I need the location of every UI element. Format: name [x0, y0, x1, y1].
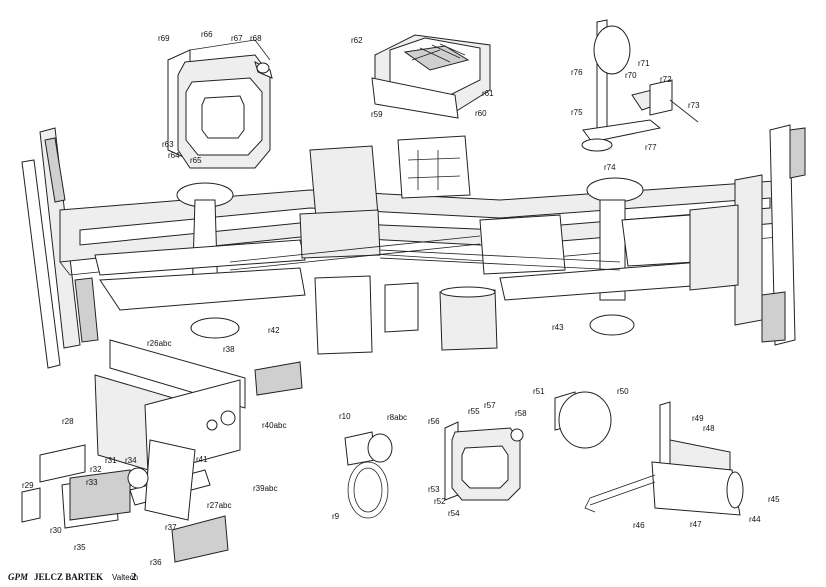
label-r52: r52 — [434, 497, 446, 506]
label-r64: r64 — [168, 151, 180, 160]
part-spare-bracket — [581, 19, 699, 152]
label-r33: r33 — [86, 478, 98, 487]
part-frame-end — [21, 339, 303, 563]
label-r27abc: r27abc — [207, 501, 231, 510]
part-tank-small — [444, 421, 524, 501]
footer-page-number: 2 — [131, 571, 137, 583]
label-r44: r44 — [749, 515, 761, 524]
label-r41: r41 — [196, 455, 208, 464]
footer-brand: GPM — [8, 572, 29, 582]
footer-title: JELCZ BARTEK — [34, 572, 103, 582]
label-r30: r30 — [50, 526, 62, 535]
label-r72: r72 — [660, 75, 672, 84]
label-r54: r54 — [448, 509, 460, 518]
footer: GPM JELCZ BARTEK Valtech 2 — [8, 571, 138, 583]
label-r60: r60 — [475, 109, 487, 118]
label-r38: r38 — [223, 345, 235, 354]
label-r40abc: r40abc — [262, 421, 286, 430]
label-r46: r46 — [633, 521, 645, 530]
label-r67: r67 — [231, 34, 243, 43]
label-r28: r28 — [62, 417, 74, 426]
label-r58: r58 — [515, 409, 527, 418]
label-r50: r50 — [617, 387, 629, 396]
label-r31: r31 — [105, 456, 117, 465]
label-r61: r61 — [482, 89, 494, 98]
label-r77: r77 — [645, 143, 657, 152]
rear-axle — [499, 177, 706, 336]
label-r75: r75 — [571, 108, 583, 117]
chassis-frame — [21, 124, 806, 369]
label-r35: r35 — [74, 543, 86, 552]
label-r57: r57 — [484, 401, 496, 410]
label-r55: r55 — [468, 407, 480, 416]
label-r51: r51 — [533, 387, 545, 396]
front-axle — [94, 182, 306, 339]
label-r68: r68 — [250, 34, 262, 43]
label-r26abc: r26abc — [147, 339, 171, 348]
label-r66: r66 — [201, 30, 213, 39]
label-r39abc: r39abc — [253, 484, 277, 493]
label-r29: r29 — [22, 481, 34, 490]
label-r32: r32 — [90, 465, 102, 474]
part-battery-box — [371, 34, 491, 119]
label-r56: r56 — [428, 417, 440, 426]
label-r45: r45 — [768, 495, 780, 504]
label-r49: r49 — [692, 414, 704, 423]
part-tank-left — [167, 39, 273, 169]
label-r63: r63 — [162, 140, 174, 149]
label-r73: r73 — [688, 101, 700, 110]
label-r8abc: r8abc — [387, 413, 407, 422]
label-r71: r71 — [638, 59, 650, 68]
label-r42: r42 — [268, 326, 280, 335]
part-shackle — [344, 431, 393, 519]
label-r43: r43 — [552, 323, 564, 332]
part-exhaust — [584, 401, 744, 516]
part-labels: r69 r66 r67 r68 r63 r64 r65 r62 r61 r60 … — [22, 30, 780, 567]
label-r70: r70 — [625, 71, 637, 80]
center-components — [229, 135, 739, 355]
label-r34: r34 — [125, 456, 137, 465]
label-r59: r59 — [371, 110, 383, 119]
label-r76: r76 — [571, 68, 583, 77]
label-r10: r10 — [339, 412, 351, 421]
label-r47: r47 — [690, 520, 702, 529]
footer-sub: Valtech — [112, 573, 138, 582]
label-r48: r48 — [703, 424, 715, 433]
label-r36: r36 — [150, 558, 162, 567]
label-r69: r69 — [158, 34, 170, 43]
label-r9: r9 — [332, 512, 340, 521]
label-r37: r37 — [165, 523, 177, 532]
label-r74: r74 — [604, 163, 616, 172]
part-round-cover — [554, 391, 612, 449]
label-r65: r65 — [190, 156, 202, 165]
label-r53: r53 — [428, 485, 440, 494]
label-r62: r62 — [351, 36, 363, 45]
